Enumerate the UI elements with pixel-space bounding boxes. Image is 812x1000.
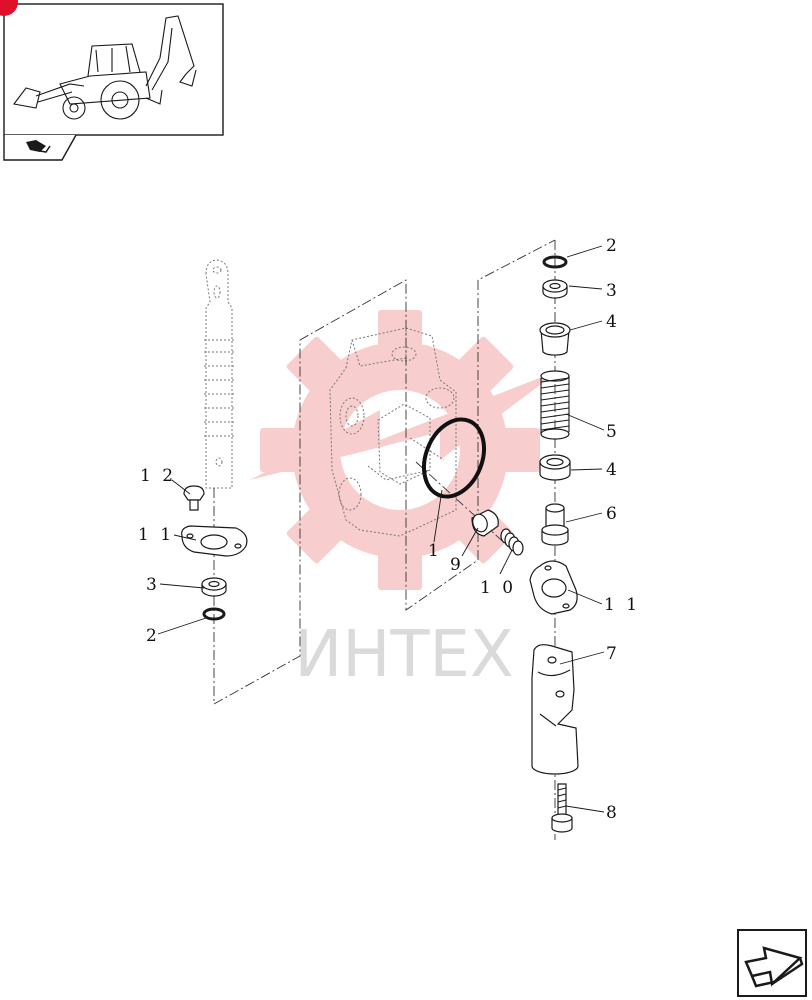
socket-screw bbox=[551, 783, 573, 833]
callout-4-bottom: 4 bbox=[606, 460, 620, 480]
spool-outline bbox=[204, 259, 234, 489]
washer-right bbox=[542, 279, 568, 299]
callout-7: 7 bbox=[606, 644, 620, 664]
valve-body-outline bbox=[329, 327, 457, 537]
callout-5: 5 bbox=[606, 422, 620, 442]
next-page-button[interactable] bbox=[737, 929, 807, 997]
callout-1: 1 bbox=[428, 541, 442, 561]
callout-8: 8 bbox=[606, 803, 620, 823]
flange-left bbox=[181, 525, 248, 557]
next-page-arrow-icon bbox=[744, 946, 804, 988]
snap-ring-right bbox=[542, 255, 568, 269]
callout-9: 9 bbox=[450, 555, 464, 575]
spring-cap-top bbox=[539, 322, 571, 356]
screw-left bbox=[183, 485, 205, 511]
callout-3-right: 3 bbox=[606, 281, 620, 301]
spring bbox=[540, 370, 570, 440]
leader-lines bbox=[157, 245, 605, 813]
o-ring bbox=[422, 417, 486, 499]
callout-4-top: 4 bbox=[606, 312, 620, 332]
small-spring bbox=[500, 528, 524, 556]
callout-11-right: 1 1 bbox=[604, 595, 640, 615]
backhoe-loader-icon bbox=[13, 15, 197, 120]
watermark-text: ИНТЕХ bbox=[294, 618, 513, 692]
spring-cap-bottom bbox=[539, 454, 571, 481]
spool-end-bolt bbox=[541, 503, 569, 546]
flange-right bbox=[529, 560, 578, 615]
snap-ring-left bbox=[202, 607, 226, 621]
callout-3-left: 3 bbox=[146, 575, 160, 595]
badge-icon bbox=[0, 0, 18, 16]
callout-6: 6 bbox=[606, 504, 620, 524]
model-selector-icon[interactable] bbox=[26, 140, 51, 153]
callout-12: 1 2 bbox=[140, 466, 176, 486]
thumbnail-panel[interactable] bbox=[0, 0, 224, 161]
cap-housing bbox=[531, 644, 579, 775]
washer-left bbox=[201, 577, 227, 597]
callout-10: 1 0 bbox=[480, 578, 516, 598]
callout-11-left: 1 1 bbox=[138, 525, 174, 545]
callout-2-left: 2 bbox=[146, 626, 160, 646]
callout-2-right: 2 bbox=[606, 236, 620, 256]
plug bbox=[471, 509, 499, 537]
